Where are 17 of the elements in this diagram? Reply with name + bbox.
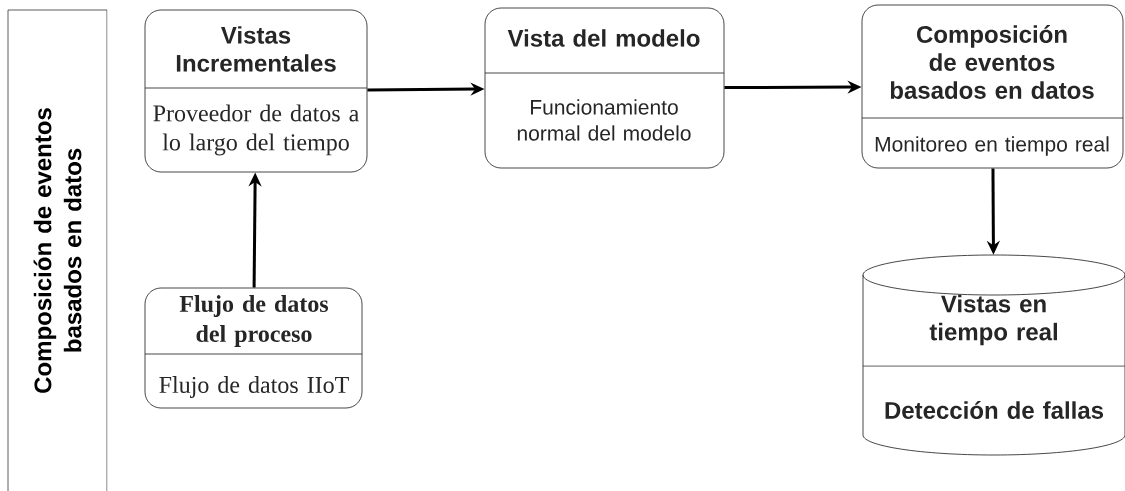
box-text: Proveedor de datos a lo largo del tiempo [153, 104, 359, 156]
side-band [7, 9, 108, 491]
box-text: Flujo de datos IIoT [159, 376, 349, 398]
database-cylinder [862, 254, 1125, 456]
process-box [861, 4, 1124, 169]
box-text: Monitoreo en tiempo real [875, 136, 1109, 156]
box-title: Composición de eventos basados en datos [890, 25, 1094, 99]
box-title: Vistas Incrementales [176, 26, 336, 72]
box-title: Vista del modelo [507, 29, 700, 47]
band-title: Composición de eventos basados en datos [33, 108, 82, 393]
process-box [144, 9, 368, 173]
box-text: Funcionamiento normal del modelo [517, 99, 691, 141]
box-title: Flujo de datos del proceso [179, 295, 329, 347]
box-title: Vistas en tiempo real [929, 294, 1057, 346]
process-box [484, 7, 725, 169]
box-text: Detección de fallas [885, 401, 1104, 419]
process-box [144, 287, 363, 409]
